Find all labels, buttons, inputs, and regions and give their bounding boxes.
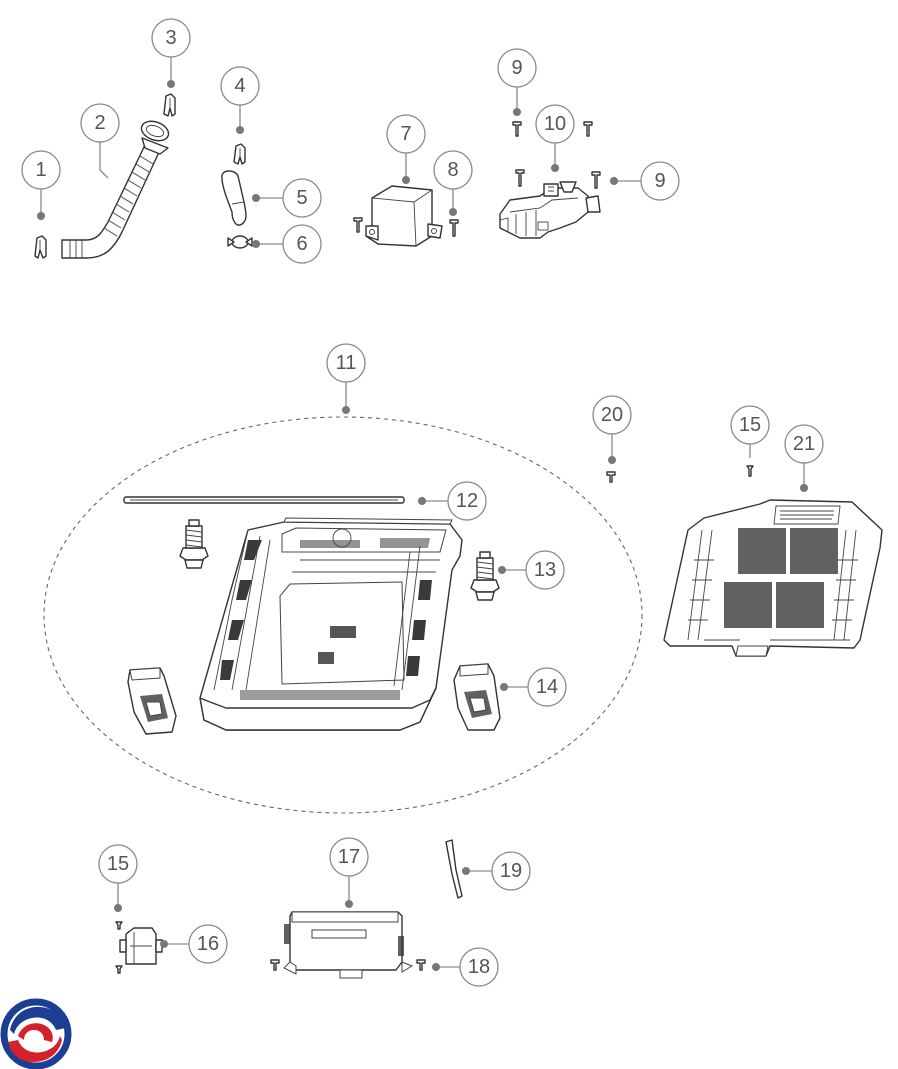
svg-text:14: 14 — [536, 676, 558, 698]
svg-text:10: 10 — [544, 113, 566, 135]
part-16-switch-module — [119, 927, 163, 965]
part-13-foot-right — [470, 551, 500, 601]
part-5-hose-connector — [221, 170, 247, 226]
svg-text:16: 16 — [197, 933, 219, 955]
assembly-11-boundary — [43, 416, 643, 814]
part-12-rod — [123, 496, 405, 504]
part-7-screw — [353, 217, 363, 233]
part-10-inlet-valve — [499, 181, 601, 239]
callout-1: 1 — [21, 150, 61, 190]
svg-text:19: 19 — [500, 860, 522, 882]
part-6-hose-clamp — [227, 235, 253, 249]
part-21-base-plate — [663, 499, 883, 657]
svg-text:2: 2 — [94, 112, 105, 134]
part-19-wire-tie — [445, 839, 463, 899]
svg-text:13: 13 — [534, 559, 556, 581]
svg-text:1: 1 — [35, 159, 46, 181]
callout-10: 10 — [535, 104, 575, 144]
svg-text:15: 15 — [107, 853, 129, 875]
part-4-clip — [233, 143, 246, 165]
part-15-screws-left — [115, 921, 123, 974]
part-18-screws — [270, 959, 426, 971]
callout-8: 8 — [433, 150, 473, 190]
callout-15b: 15 — [98, 844, 138, 884]
svg-text:3: 3 — [165, 27, 176, 49]
leader-lines — [37, 57, 808, 971]
svg-text:11: 11 — [336, 352, 357, 374]
part-2-drain-hose — [61, 120, 170, 259]
part-13-foot-left — [179, 519, 209, 569]
svg-text:7: 7 — [400, 123, 411, 145]
callout-12: 12 — [447, 481, 487, 521]
svg-text:17: 17 — [338, 846, 360, 868]
part-14-bracket-right — [453, 663, 501, 731]
part-1-clip — [34, 235, 47, 259]
svg-text:5: 5 — [296, 187, 307, 209]
callout-17: 17 — [329, 837, 369, 877]
callout-16: 16 — [188, 924, 228, 964]
svg-text:9: 9 — [511, 57, 522, 79]
svg-text:9: 9 — [654, 170, 665, 192]
svg-text:12: 12 — [456, 490, 478, 512]
part-11-base-tray — [199, 517, 463, 731]
callout-15a: 15 — [730, 405, 770, 445]
callout-18: 18 — [459, 947, 499, 987]
svg-text:20: 20 — [601, 404, 623, 426]
callout-13: 13 — [525, 550, 565, 590]
part-17-control-box — [283, 911, 414, 979]
callout-20: 20 — [592, 395, 632, 435]
part-8-screw — [449, 219, 459, 237]
part-15-screw-right — [746, 465, 754, 477]
svg-text:8: 8 — [447, 159, 458, 181]
callout-2: 2 — [80, 103, 120, 143]
part-14-bracket-left — [127, 667, 177, 735]
brand-logo — [0, 998, 72, 1069]
callout-11: 11 — [326, 343, 366, 383]
svg-text:4: 4 — [234, 75, 245, 97]
svg-text:6: 6 — [296, 233, 307, 255]
callout-5: 5 — [282, 178, 322, 218]
callout-3: 3 — [151, 18, 191, 58]
svg-text:18: 18 — [468, 956, 490, 978]
callout-4: 4 — [220, 66, 260, 106]
callout-7: 7 — [386, 114, 426, 154]
callout-14: 14 — [527, 667, 567, 707]
callout-19: 19 — [491, 851, 531, 891]
part-9-screws — [512, 121, 601, 189]
callout-6: 6 — [282, 224, 322, 264]
part-3-clip — [163, 93, 176, 117]
callout-9b: 9 — [640, 161, 680, 201]
callout-9a: 9 — [497, 48, 537, 88]
callout-21: 21 — [784, 424, 824, 464]
svg-text:21: 21 — [793, 433, 815, 455]
part-7-cover-box — [365, 185, 443, 247]
svg-text:15: 15 — [739, 414, 761, 436]
part-20-screw — [606, 471, 616, 483]
